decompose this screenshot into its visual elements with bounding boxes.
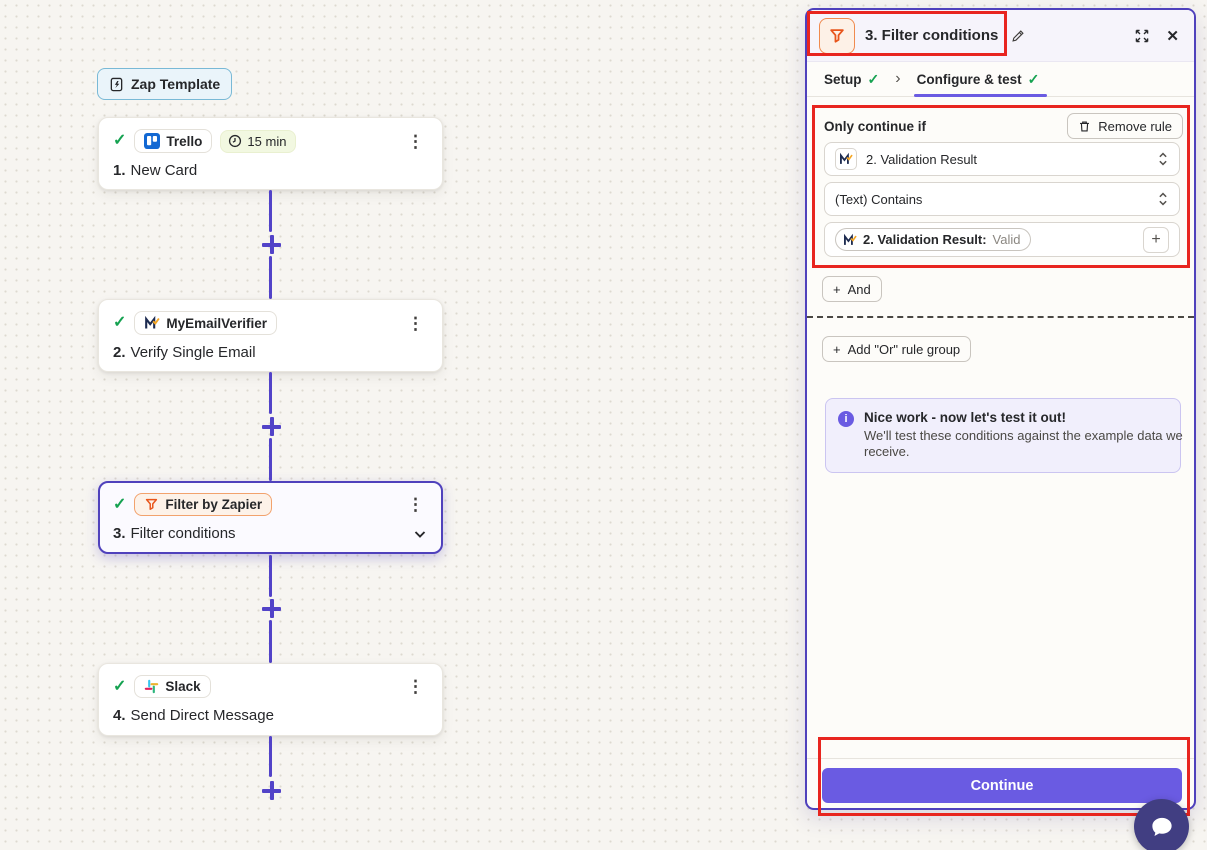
trigger-timer-badge: 15 min	[220, 129, 297, 153]
info-icon: i	[838, 411, 854, 427]
tab-setup[interactable]: Setup ✓	[824, 62, 879, 96]
select-updown-icon	[1157, 190, 1169, 208]
step-number: 2.	[113, 344, 126, 361]
step-card-3-filter[interactable]: ✓ Filter by Zapier ⋮ 3. Filter condition…	[98, 481, 443, 554]
rule-operator-select[interactable]: (Text) Contains	[824, 182, 1180, 216]
connector-line	[269, 372, 272, 414]
or-group-dashed-divider	[807, 316, 1194, 318]
step-number: 4.	[113, 707, 126, 724]
trello-icon	[144, 133, 161, 149]
app-name: Slack	[165, 679, 201, 694]
add-step-plus-icon[interactable]	[262, 235, 281, 254]
add-step-plus-icon[interactable]	[262, 781, 281, 800]
info-title: Nice work - now let's test it out!	[864, 410, 1066, 425]
rule-field-select[interactable]: 2. Validation Result	[824, 142, 1180, 176]
step-number: 3.	[113, 525, 126, 542]
step-card-2-myemailverifier[interactable]: ✓ MyEmailVerifier ⋮ 2. Verify Single Ema…	[98, 299, 443, 372]
myemailverifier-icon	[145, 315, 161, 329]
connector-line	[269, 256, 272, 299]
timer-label: 15 min	[247, 133, 287, 149]
remove-rule-button[interactable]: Remove rule	[1067, 113, 1183, 139]
plus-icon: +	[833, 281, 841, 297]
filter-funnel-icon	[146, 498, 158, 510]
step-menu-kebab-icon[interactable]: ⋮	[407, 495, 424, 514]
step-success-check-icon: ✓	[113, 314, 127, 331]
token-value: Valid	[992, 232, 1021, 247]
myemailverifier-icon	[835, 148, 857, 170]
step-menu-kebab-icon[interactable]: ⋮	[407, 131, 424, 151]
step-menu-kebab-icon[interactable]: ⋮	[407, 677, 424, 696]
connector-line	[269, 190, 272, 232]
zap-template-badge[interactable]: Zap Template	[97, 68, 233, 100]
select-updown-icon	[1157, 150, 1169, 168]
tab-check-icon: ✓	[1027, 71, 1040, 87]
template-doc-bolt-icon	[110, 77, 123, 91]
step-number: 1.	[113, 162, 126, 179]
rule-group-heading: Only continue if	[824, 119, 927, 134]
add-and-condition-button[interactable]: + And	[822, 276, 882, 302]
mapped-value-token[interactable]: 2. Validation Result: Valid	[835, 228, 1032, 251]
tab-check-icon: ✓	[867, 71, 880, 87]
step-success-check-icon: ✓	[113, 495, 127, 513]
chevron-right-icon: ›	[895, 70, 901, 87]
connector-line	[269, 620, 272, 663]
close-icon[interactable]: ✕	[1166, 27, 1179, 45]
token-label: 2. Validation Result:	[863, 232, 987, 247]
info-body: We'll test these conditions against the …	[864, 428, 1183, 460]
tab-configure-label: Configure & test	[916, 71, 1022, 87]
step-menu-kebab-icon[interactable]: ⋮	[407, 313, 424, 333]
myemailverifier-icon	[844, 233, 857, 245]
app-name: Filter by Zapier	[165, 497, 263, 512]
add-step-plus-icon[interactable]	[262, 417, 281, 436]
connector-line	[269, 736, 272, 777]
trello-app-badge: Trello	[134, 129, 213, 153]
step-success-check-icon: ✓	[113, 132, 127, 149]
rule-operator-value: (Text) Contains	[835, 191, 923, 207]
chat-bubble-icon	[1151, 817, 1172, 836]
tab-setup-label: Setup	[824, 71, 862, 87]
rule-value-field[interactable]: 2. Validation Result: Valid +	[824, 222, 1180, 257]
tab-configure-test[interactable]: Configure & test ✓	[913, 62, 1048, 97]
app-name: MyEmailVerifier	[166, 315, 267, 331]
or-button-label: Add "Or" rule group	[847, 341, 961, 357]
step-card-4-slack[interactable]: ✓ Slack ⋮ 4. Send Direct Message	[98, 663, 443, 736]
step-success-check-icon: ✓	[113, 677, 127, 695]
chat-widget-button[interactable]	[1134, 799, 1189, 850]
slack-app-badge: Slack	[134, 675, 211, 698]
step-title: Send Direct Message	[130, 707, 274, 724]
panel-title: 3. Filter conditions	[865, 27, 999, 44]
trash-icon	[1080, 121, 1090, 131]
zap-template-label: Zap Template	[131, 76, 221, 92]
edit-pencil-icon[interactable]	[1008, 26, 1028, 46]
app-name: Trello	[166, 133, 203, 149]
connector-line	[269, 555, 272, 597]
insert-field-plus-button[interactable]: +	[1143, 226, 1169, 253]
remove-rule-label: Remove rule	[1098, 118, 1172, 134]
rule-field-value: 2. Validation Result	[866, 151, 978, 167]
filter-funnel-icon	[819, 17, 855, 54]
plus-icon: +	[833, 341, 841, 357]
connector-line	[269, 438, 272, 481]
add-step-plus-icon[interactable]	[262, 599, 281, 618]
panel-tabs: Setup ✓ › Configure & test ✓	[807, 62, 1194, 97]
myemailverifier-app-badge: MyEmailVerifier	[134, 311, 277, 335]
panel-header: 3. Filter conditions ✕	[807, 10, 1194, 62]
clock-icon	[229, 134, 242, 148]
expand-icon[interactable]	[1131, 25, 1153, 47]
and-button-label: And	[847, 281, 871, 297]
collapse-chevron-down-icon[interactable]	[412, 526, 428, 542]
step-card-1-trello[interactable]: ✓ Trello 15 min ⋮ 1. New Card	[98, 117, 443, 190]
footer-divider	[807, 758, 1194, 759]
step-title: New Card	[130, 162, 198, 179]
step-title: Filter conditions	[130, 525, 236, 542]
test-info-callout: i Nice work - now let's test it out! We'…	[825, 398, 1183, 473]
filter-app-badge: Filter by Zapier	[134, 493, 273, 516]
step-title: Verify Single Email	[130, 344, 256, 361]
add-or-rule-group-button[interactable]: + Add "Or" rule group	[822, 336, 972, 362]
continue-button[interactable]: Continue	[822, 768, 1182, 803]
step-config-panel: 3. Filter conditions ✕ Setup ✓ › Configu…	[805, 8, 1196, 810]
slack-icon	[145, 679, 159, 694]
